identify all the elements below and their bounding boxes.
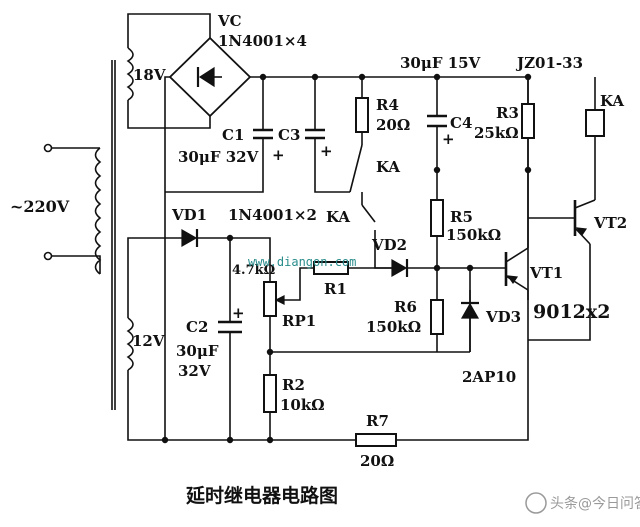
label-r4-value: 20Ω [376, 116, 410, 134]
diagram-caption: 延时继电器电路图 [185, 484, 338, 507]
resistor-r6 [430, 299, 444, 335]
label-r7-value: 20Ω [360, 452, 394, 470]
label-c4: C4 [450, 114, 472, 132]
label-c2-value-1: 30μF [176, 342, 219, 360]
plus-sign-c2: + [232, 304, 245, 322]
wires [127, 13, 596, 444]
brand-logo-icon [525, 492, 547, 514]
label-vc: VC [217, 12, 242, 30]
diode-vd1 [181, 228, 199, 248]
label-r3: R3 [496, 104, 519, 122]
label-r2-value: 10kΩ [280, 396, 325, 414]
brand-text: 头条@今日问答 [550, 495, 640, 512]
label-vt2: VT2 [593, 214, 627, 232]
label-rp1-value: 4.7kΩ [232, 263, 275, 278]
plus-sign-c4: + [442, 130, 455, 148]
resistor-r3 [521, 103, 535, 139]
label-vd3: VD3 [485, 308, 521, 326]
labels: VC 1N4001×4 18V ~220V 12V C1 30μF 32V C3… [10, 12, 627, 470]
capacitor-c4 [427, 114, 447, 128]
label-18v: 18V [133, 66, 166, 84]
plus-sign-c3: + [320, 142, 333, 160]
capacitor-c2 [218, 320, 242, 334]
capacitor-c1 [253, 128, 273, 140]
label-r5-value: 150kΩ [446, 226, 501, 244]
label-ka-contact-2: KA [326, 208, 350, 226]
capacitor-c3 [305, 128, 325, 140]
label-r4: R4 [376, 96, 399, 114]
label-r2: R2 [282, 376, 305, 394]
label-transistor-model: 9012x2 [533, 301, 610, 323]
label-12v: 12V [132, 332, 165, 350]
label-220v: ~220V [10, 197, 70, 216]
label-r6-value: 150kΩ [366, 318, 421, 336]
diode-vd3 [460, 290, 480, 352]
relay-coil-ka [585, 109, 605, 137]
label-c3: C3 [278, 126, 300, 144]
brand-mark: 头条@今日问答 [525, 492, 640, 514]
label-c1-value: 30μF 32V [178, 148, 259, 166]
label-r1: R1 [324, 280, 347, 298]
transistor-vt1 [504, 240, 529, 291]
label-r5: R5 [450, 208, 473, 226]
label-c2: C2 [186, 318, 208, 336]
transformer [94, 47, 134, 410]
label-vd2: VD2 [371, 236, 407, 254]
label-r7: R7 [366, 412, 389, 430]
resistor-r4 [355, 97, 369, 133]
label-vt1: VT1 [529, 264, 563, 282]
label-c4-value: 30μF 15V [400, 54, 481, 72]
label-vd1: VD1 [171, 206, 207, 224]
label-rp1: RP1 [282, 312, 316, 330]
resistor-r7 [355, 433, 397, 447]
ac-input [43, 143, 101, 274]
watermark: www.diangon.com [248, 255, 356, 269]
potentiometer-rp1 [263, 281, 285, 317]
label-relay-model: JZ01-33 [515, 54, 583, 72]
label-ka-contact-1: KA [376, 158, 400, 176]
bridge-rectifier [168, 36, 252, 118]
plus-sign-c1: + [272, 146, 285, 164]
resistor-r5 [430, 199, 444, 237]
resistor-r2 [263, 374, 277, 413]
label-c1: C1 [222, 126, 244, 144]
label-r6: R6 [394, 298, 417, 316]
transistor-vt2 [527, 170, 596, 245]
label-ka-coil: KA [600, 92, 624, 110]
diode-vd2 [391, 258, 409, 278]
label-r3-value: 25kΩ [474, 124, 519, 142]
label-vd3-model: 2AP10 [462, 368, 516, 386]
label-bridge-model: 1N4001×4 [218, 32, 307, 50]
label-vd1-model: 1N4001×2 [228, 206, 317, 224]
label-c2-value-2: 32V [178, 362, 211, 380]
